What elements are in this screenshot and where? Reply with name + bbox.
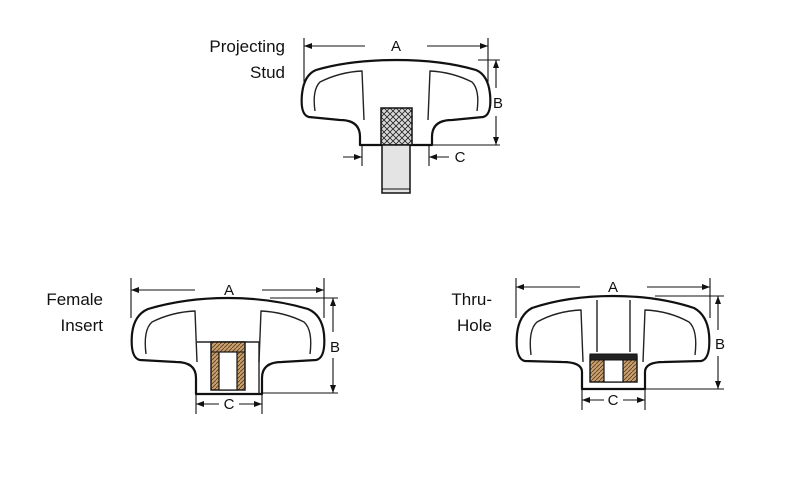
thru-hole-bore: [596, 300, 631, 352]
dimension-b-label: B: [493, 95, 503, 112]
knob-body: [300, 58, 492, 147]
dimension-c-label: C: [608, 392, 619, 409]
knob-right-recess: [258, 310, 312, 363]
hex-nut: [589, 353, 638, 383]
dimension-b: B: [432, 59, 503, 146]
knob-left-recess: [529, 309, 584, 363]
caption-line-2: Insert: [60, 316, 103, 335]
knob-right-recess: [642, 309, 697, 363]
dimension-c: C: [343, 145, 466, 166]
dimension-a-label: A: [391, 38, 401, 55]
figure-thru-hole: Thru- Hole A B: [451, 278, 725, 410]
knob-left-recess: [144, 310, 198, 363]
knob-body: [515, 294, 711, 391]
dimension-a: A: [515, 278, 711, 318]
knob-body: [130, 296, 326, 396]
dimension-a: A: [303, 38, 489, 82]
dimension-b-label: B: [715, 336, 725, 353]
knob-right-recess: [427, 70, 479, 121]
dimension-b: B: [262, 297, 340, 394]
figure-projecting-stud: Projecting Stud A B: [209, 37, 503, 194]
dimension-c-label: C: [224, 396, 235, 413]
caption-line-1: Thru-: [451, 290, 492, 309]
dimension-b: B: [645, 295, 725, 390]
dimension-c: C: [195, 394, 263, 414]
caption-line-1: Projecting: [209, 37, 285, 56]
figure-female-insert: Female Insert A B: [46, 278, 340, 414]
dimension-c: C: [581, 389, 646, 410]
dimension-c-label: C: [455, 149, 466, 166]
threaded-stud: [381, 144, 411, 194]
caption-line-2: Stud: [250, 63, 285, 82]
dimension-a-label: A: [224, 282, 234, 299]
knurled-hub: [380, 107, 413, 146]
caption-line-1: Female: [46, 290, 103, 309]
dimension-a-label: A: [608, 279, 618, 296]
dimension-a: A: [130, 278, 325, 318]
caption-line-2: Hole: [457, 316, 492, 335]
dimension-b-label: B: [330, 339, 340, 356]
knob-left-recess: [313, 70, 365, 121]
